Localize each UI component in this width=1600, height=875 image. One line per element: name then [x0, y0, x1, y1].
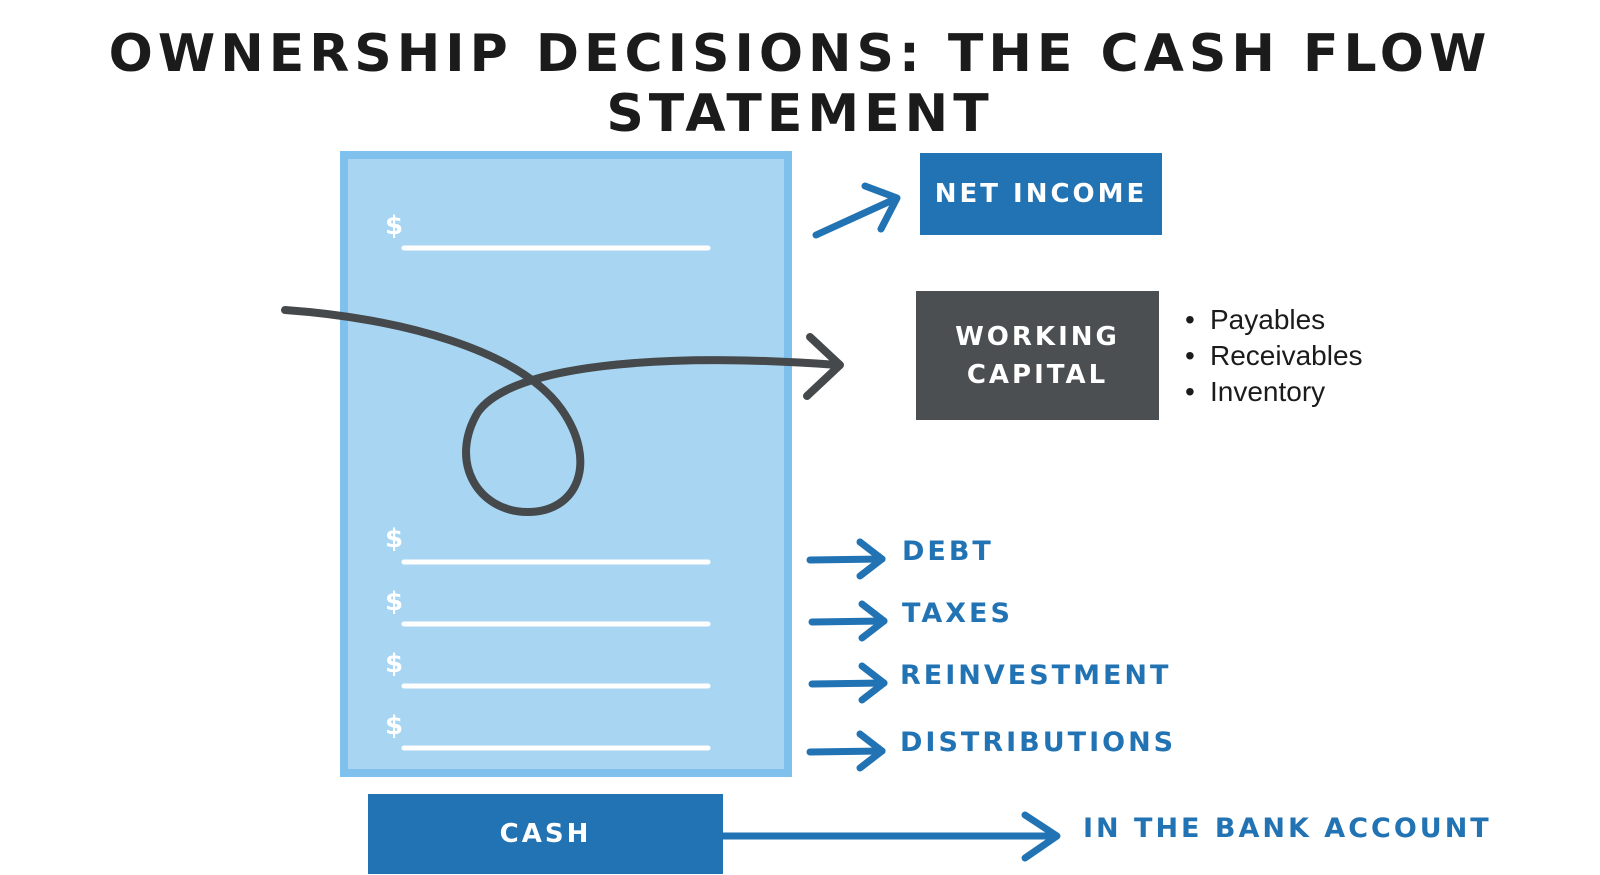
cash-arrow — [719, 811, 1061, 862]
list-item-receivables: Receivables — [1185, 338, 1363, 374]
debt-arrow — [806, 538, 886, 580]
statement-line-distributions: $ — [385, 711, 711, 751]
list-item-inventory: Inventory — [1185, 374, 1363, 410]
statement-line-taxes: $ — [385, 587, 711, 627]
cash-box: CASH — [368, 794, 723, 874]
dollar-icon: $ — [385, 524, 403, 554]
statement-line-debt: $ — [385, 524, 711, 565]
working-capital-loop-arrow — [281, 306, 844, 516]
working-capital-label-line2: CAPITAL — [966, 359, 1109, 390]
outflow-label-distributions: DISTRIBUTIONS — [900, 727, 1177, 758]
dollar-icon: $ — [385, 587, 403, 617]
outflow-label-debt: DEBT — [902, 536, 994, 567]
reinvestment-arrow — [808, 662, 888, 704]
net-income-box: NET INCOME — [920, 153, 1162, 235]
statement-line-reinvestment: $ — [385, 649, 711, 689]
dollar-icon: $ — [385, 711, 403, 741]
working-capital-items: Payables Receivables Inventory — [1185, 302, 1363, 410]
working-capital-box: WORKING CAPITAL — [916, 291, 1159, 420]
net-income-arrow — [812, 182, 901, 239]
page-title: OWNERSHIP DECISIONS: THE CASH FLOW STATE… — [108, 24, 1492, 144]
working-capital-label-line1: WORKING — [955, 321, 1120, 352]
taxes-arrow — [808, 600, 888, 642]
statement-sheet — [340, 151, 792, 777]
dollar-icon: $ — [385, 211, 403, 241]
list-item-payables: Payables — [1185, 302, 1363, 338]
outflow-label-reinvestment: REINVESTMENT — [900, 660, 1172, 691]
outflow-label-taxes: TAXES — [902, 598, 1013, 629]
bank-account-label: IN THE BANK ACCOUNT — [1083, 813, 1492, 844]
statement-line-top: $ — [385, 211, 711, 251]
distributions-arrow — [806, 730, 886, 772]
dollar-icon: $ — [385, 649, 403, 679]
